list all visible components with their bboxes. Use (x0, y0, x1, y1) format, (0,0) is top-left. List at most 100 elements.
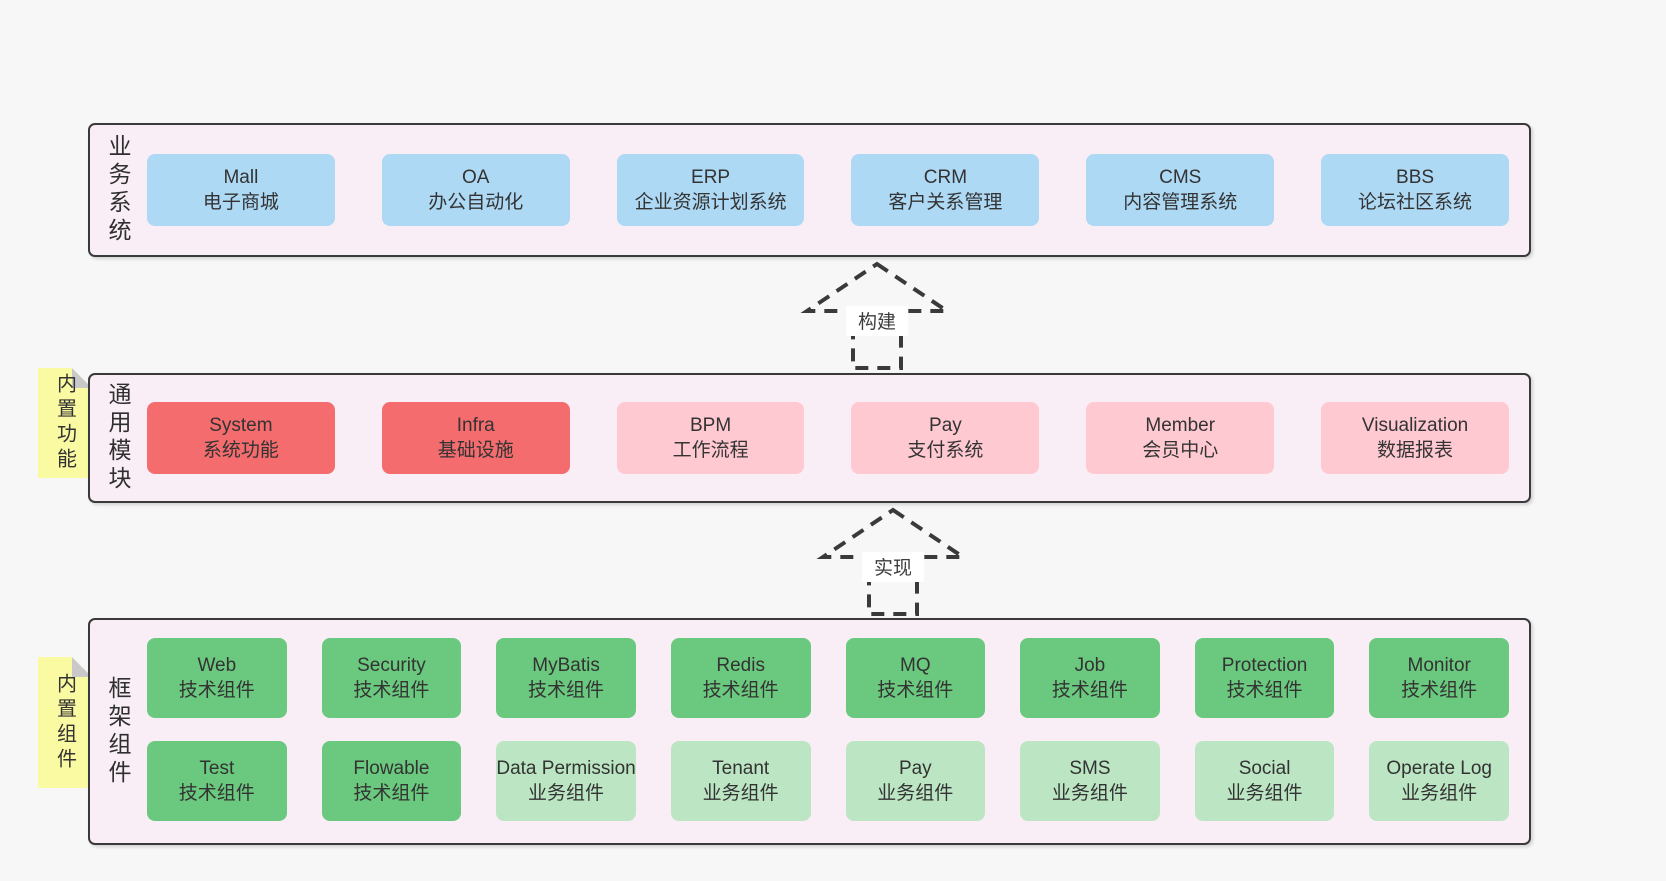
box-title: System (209, 414, 273, 436)
box-job: Job 技术组件 (1020, 638, 1160, 718)
box-test: Test 技术组件 (147, 741, 287, 821)
box-subtitle: 业务组件 (702, 783, 779, 804)
box-infra: Infra 基础设施 (381, 402, 570, 474)
box-subtitle: 数据报表 (1377, 440, 1454, 461)
box-title: Member (1145, 414, 1216, 436)
up-arrow-build: 构建 (800, 261, 954, 370)
box-title: Monitor (1407, 654, 1471, 676)
box-bpm: BPM 工作流程 (616, 402, 805, 474)
box-title: MQ (900, 654, 931, 676)
arrow-label-implement: 实现 (874, 557, 912, 579)
sticky-note-built-in-features: 内置功能 (38, 368, 92, 478)
box-title: Operate Log (1386, 757, 1492, 779)
box-subtitle: 技术组件 (1226, 680, 1303, 701)
box-erp: ERP 企业资源计划系统 (616, 154, 805, 226)
box-subtitle: 客户关系管理 (888, 192, 1003, 213)
box-title: CMS (1159, 166, 1202, 188)
box-title: Social (1238, 757, 1291, 779)
box-subtitle: 技术组件 (353, 680, 430, 701)
box-security: Security 技术组件 (321, 638, 462, 718)
box-subtitle: 工作流程 (672, 440, 749, 461)
box-title: Tenant (712, 757, 770, 779)
box-title: ERP (691, 166, 731, 188)
box-protection: Protection 技术组件 (1194, 638, 1335, 718)
box-subtitle: 企业资源计划系统 (634, 192, 787, 213)
box-title: Security (357, 654, 426, 676)
box-title: Job (1074, 654, 1106, 676)
box-mybatis: MyBatis 技术组件 (496, 638, 636, 718)
box-subtitle: 办公自动化 (428, 192, 524, 213)
box-subtitle: 技术组件 (877, 680, 954, 701)
box-title: SMS (1069, 757, 1111, 779)
box-social: Social 业务组件 (1194, 741, 1335, 821)
panel-business-systems: 业务系统 Mall 电子商城 OA 办公自动化 ERP 企业资源计划系统 CRM 客户关系管理… (88, 123, 1531, 257)
box-title: Mall (223, 166, 259, 188)
box-member: Member 会员中心 (1086, 402, 1275, 474)
box-subtitle: 技术组件 (1051, 680, 1128, 701)
box-visualization: Visualization 数据报表 (1321, 402, 1509, 474)
box-title: MyBatis (532, 654, 600, 676)
box-pay: Pay 支付系统 (851, 402, 1040, 474)
box-mall: Mall 电子商城 (147, 154, 335, 226)
box-subtitle: 技术组件 (528, 680, 605, 701)
box-title: OA (462, 166, 490, 188)
box-subtitle: 电子商城 (202, 192, 279, 213)
sticky-label: 内置组件 (53, 672, 76, 773)
box-crm: CRM 客户关系管理 (851, 154, 1040, 226)
box-subtitle: 论坛社区系统 (1358, 192, 1473, 213)
box-subtitle: 技术组件 (702, 680, 779, 701)
panel-label-business-systems: 业务系统 (105, 134, 131, 246)
box-title: Flowable (353, 757, 430, 779)
box-row-business: Mall 电子商城 OA 办公自动化 ERP 企业资源计划系统 CRM 客户关系管理 CMS 内容… (147, 154, 1509, 226)
box-subtitle: 业务组件 (1226, 783, 1303, 804)
box-title: Test (199, 757, 235, 779)
box-title: BBS (1396, 166, 1435, 188)
sticky-note-built-in-components: 内置组件 (38, 657, 92, 788)
box-title: Redis (716, 654, 765, 676)
box-title: Web (197, 654, 237, 676)
box-operate-log: Operate Log 业务组件 (1369, 741, 1509, 821)
up-arrow-implement: 实现 (816, 507, 970, 616)
panel-label-framework-components: 框架组件 (105, 675, 131, 788)
box-title: Protection (1221, 654, 1308, 676)
box-subtitle: 技术组件 (353, 783, 430, 804)
panel-label-common-modules: 通用模块 (105, 382, 131, 494)
box-title: CRM (923, 166, 968, 188)
box-monitor: Monitor 技术组件 (1369, 638, 1509, 718)
arrow-label-build: 构建 (858, 311, 896, 333)
box-subtitle: 业务组件 (1401, 783, 1478, 804)
box-subtitle: 技术组件 (178, 783, 255, 804)
box-subtitle: 业务组件 (877, 783, 954, 804)
box-subtitle: 技术组件 (1401, 680, 1478, 701)
box-subtitle: 基础设施 (437, 440, 514, 461)
box-title: Infra (456, 414, 495, 436)
arrow-label-background (846, 306, 908, 336)
arrow-label-background (862, 552, 924, 582)
box-title: Pay (929, 414, 962, 436)
box-subtitle: 支付系统 (907, 440, 984, 461)
sticky-label: 内置功能 (53, 373, 76, 473)
box-tenant: Tenant 业务组件 (670, 741, 811, 821)
box-subtitle: 业务组件 (1051, 783, 1128, 804)
box-sms: SMS 业务组件 (1020, 741, 1160, 821)
box-oa: OA 办公自动化 (381, 154, 570, 226)
box-flowable: Flowable 技术组件 (321, 741, 462, 821)
box-subtitle: 会员中心 (1142, 440, 1219, 461)
box-mq: MQ 技术组件 (845, 638, 986, 718)
box-title: Visualization (1361, 414, 1469, 436)
box-cms: CMS 内容管理系统 (1086, 154, 1275, 226)
box-title: Pay (898, 757, 932, 779)
box-pay: Pay 业务组件 (845, 741, 986, 821)
box-subtitle: 内容管理系统 (1123, 192, 1238, 213)
box-title: BPM (689, 414, 732, 436)
box-title: Data Permission (496, 757, 636, 779)
